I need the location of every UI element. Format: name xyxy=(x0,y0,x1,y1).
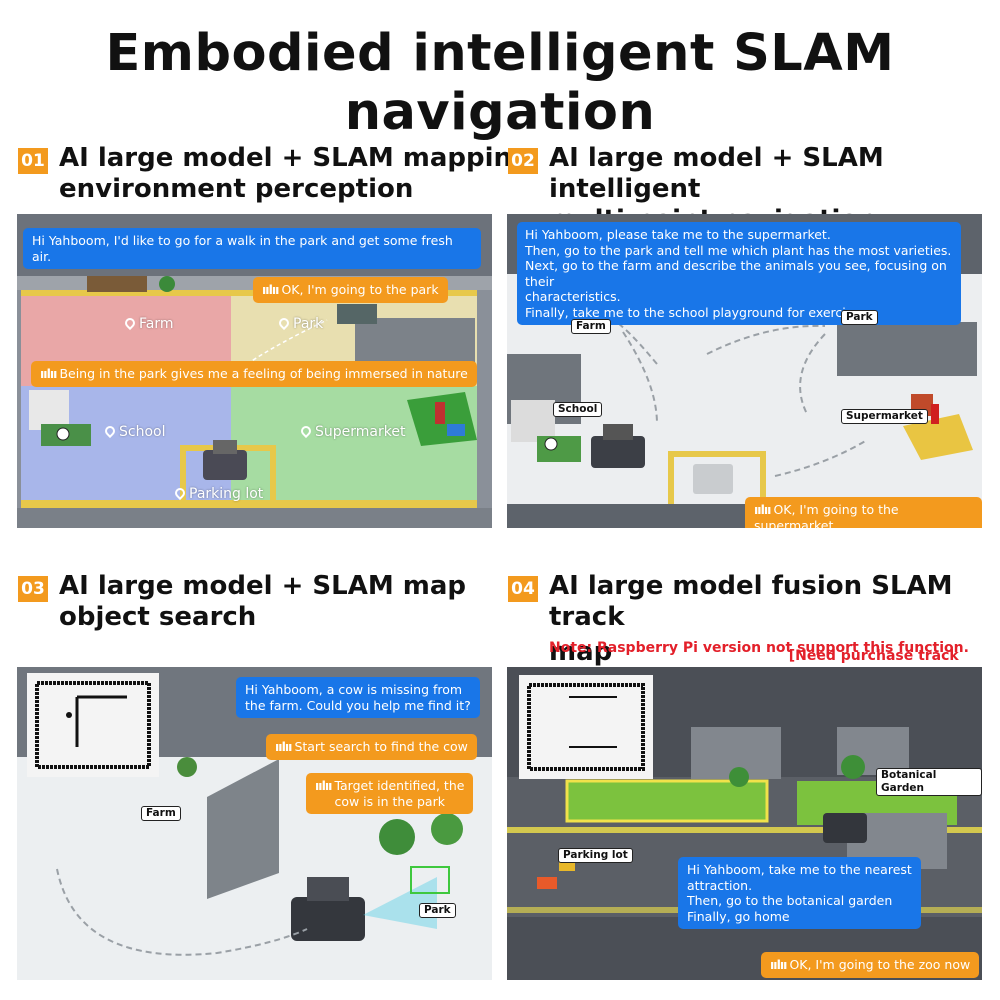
raspberry-pi-note: Note: Raspberry Pi version not support t… xyxy=(549,640,969,656)
zone-label-park: Park xyxy=(276,315,323,332)
zone-label-farm: Farm xyxy=(122,315,174,332)
location-tag-botanical-garden: Botanical Garden xyxy=(876,768,982,796)
voice-wave-icon: ıılıı xyxy=(275,739,292,754)
location-tag-supermarket: Supermarket xyxy=(841,409,928,424)
panel-track-map-navigation: Botanical Garden Parking lot Hi Yahboom,… xyxy=(507,667,982,980)
voice-wave-icon: ıılıı xyxy=(770,957,787,972)
location-tag-park: Park xyxy=(419,903,456,918)
section-badge: 01 xyxy=(18,148,48,174)
section-title: AI large model + SLAM map object search xyxy=(59,571,467,632)
zone-label-school: School xyxy=(102,423,165,440)
panel-illustration xyxy=(507,667,982,980)
location-tag-farm: Farm xyxy=(141,806,181,821)
section-badge: 03 xyxy=(18,576,48,602)
user-request-bubble: Hi Yahboom, take me to the nearest attra… xyxy=(678,857,921,929)
location-pin-icon xyxy=(276,315,292,331)
page-title: Embodied intelligent SLAM navigation xyxy=(105,24,895,142)
user-request-bubble: Hi Yahboom, please take me to the superm… xyxy=(517,222,961,325)
location-pin-icon xyxy=(298,423,314,439)
voice-wave-icon: ıılıı xyxy=(40,366,57,381)
section-badge: 04 xyxy=(508,576,538,602)
location-tag-farm: Farm xyxy=(571,319,611,334)
location-tag-park: Park xyxy=(841,310,878,325)
panel-object-search: Hi Yahboom, a cow is missing from the fa… xyxy=(17,667,492,980)
user-request-bubble: Hi Yahboom, I'd like to go for a walk in… xyxy=(23,228,481,269)
location-tag-parking-lot: Parking lot xyxy=(558,848,633,863)
location-pin-icon xyxy=(172,485,188,501)
location-pin-icon xyxy=(102,423,118,439)
voice-wave-icon: ıılıı xyxy=(315,778,332,793)
panel-mapping-perception: Hi Yahboom, I'd like to go for a walk in… xyxy=(17,214,492,528)
section-01-header: 01 AI large model + SLAM mapping environ… xyxy=(18,143,531,205)
section-badge: 02 xyxy=(508,148,538,174)
section-03-header: 03 AI large model + SLAM map object sear… xyxy=(18,571,466,633)
location-tag-school: School xyxy=(553,402,603,417)
zone-label-supermarket: Supermarket xyxy=(298,423,405,440)
location-pin-icon xyxy=(122,315,138,331)
voice-wave-icon: ıılıı xyxy=(754,502,771,517)
user-request-bubble: Hi Yahboom, a cow is missing from the fa… xyxy=(236,677,480,718)
zone-label-parking-lot: Parking lot xyxy=(172,485,263,502)
panel-multi-point-navigation: Hi Yahboom, please take me to the superm… xyxy=(507,214,982,528)
section-title: AI large model + SLAM mapping environmen… xyxy=(59,143,531,204)
voice-wave-icon: ıılıı xyxy=(262,282,279,297)
